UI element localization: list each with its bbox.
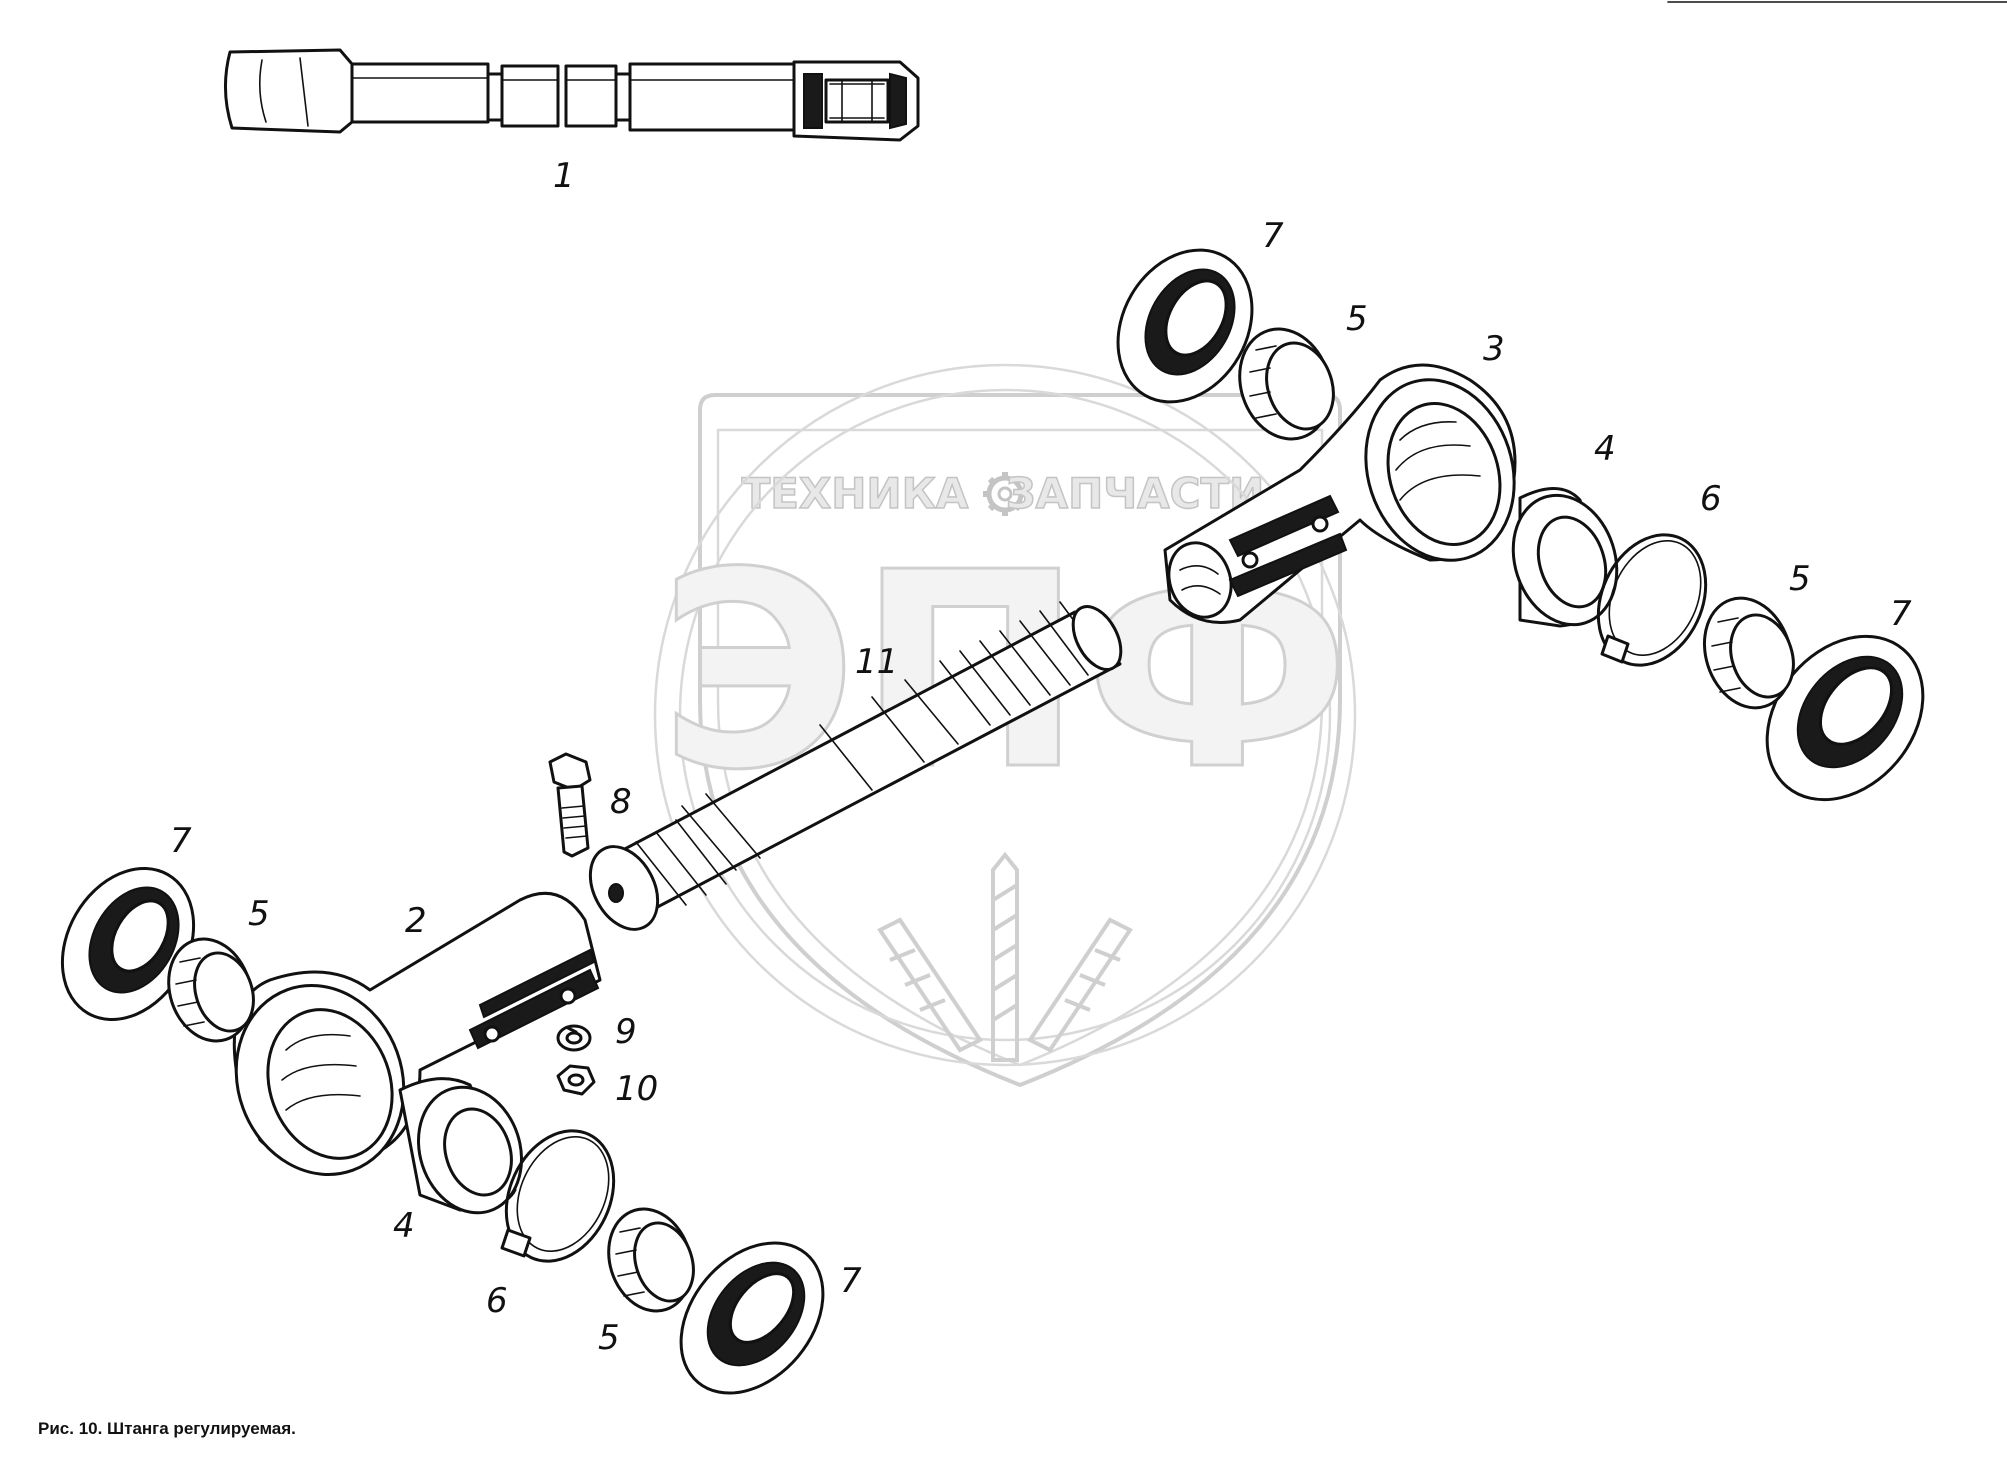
callout-7-left: 7: [170, 821, 192, 861]
callout-11: 11: [855, 642, 898, 682]
part-7-seal-right: [1765, 634, 1925, 802]
figure-caption: Рис. 10. Штанга регулируемая.: [38, 1419, 296, 1438]
part-6-snap-ring-right: [1596, 533, 1708, 667]
callout-5-top: 5: [1346, 299, 1368, 339]
callout-2: 2: [405, 901, 427, 941]
watermark-wheat-emblem: [877, 851, 1133, 1062]
callout-6-left: 6: [486, 1281, 508, 1321]
part-1-assembled-rod: [223, 48, 920, 142]
part-4-cup-right: [1511, 487, 1619, 628]
watermark-circle-inner: [678, 388, 1332, 1042]
callout-4-right: 4: [1594, 429, 1616, 469]
part-2-housing-lower: [232, 891, 602, 1176]
part-7-seal-bottom: [679, 1241, 825, 1395]
callout-7-bottom: 7: [840, 1261, 862, 1301]
part-5-bearing-right: [1702, 596, 1795, 710]
callout-10: 10: [615, 1069, 658, 1109]
part-9-washer: [556, 1024, 592, 1052]
part-7-seal-left: [60, 867, 196, 1021]
callout-5-right: 5: [1789, 559, 1811, 599]
callout-5-bottom: 5: [598, 1318, 620, 1358]
callout-5-left: 5: [248, 894, 270, 934]
part-5-bearing-top: [1238, 327, 1335, 441]
callout-1: 1: [553, 156, 575, 196]
part-5-bearing-bottom: [607, 1207, 695, 1313]
part-7-seal-top: [1116, 248, 1254, 404]
part-10-nut: [556, 1064, 596, 1096]
watermark-left-text: ТЕХНИКА: [742, 469, 969, 518]
part-8-bolt: [548, 752, 592, 858]
watermark-right-text: ЗАПЧАСТИ: [1006, 469, 1265, 518]
callout-9: 9: [615, 1012, 637, 1052]
callout-7-right: 7: [1890, 594, 1912, 634]
part-5-bearing-left: [167, 937, 255, 1043]
callout-8: 8: [610, 782, 632, 822]
part-3-housing-upper: [1163, 363, 1517, 624]
watermark-circle: [653, 363, 1357, 1067]
part-11-shaft: [588, 601, 1123, 931]
part-4-cup-left: [398, 1077, 524, 1215]
callout-3: 3: [1483, 329, 1505, 369]
callout-7-top: 7: [1262, 216, 1284, 256]
part-6-snap-ring-left: [500, 1129, 616, 1263]
gear-icon: [983, 472, 1027, 516]
callout-6-right: 6: [1700, 479, 1722, 519]
callout-4-left: 4: [393, 1206, 415, 1246]
